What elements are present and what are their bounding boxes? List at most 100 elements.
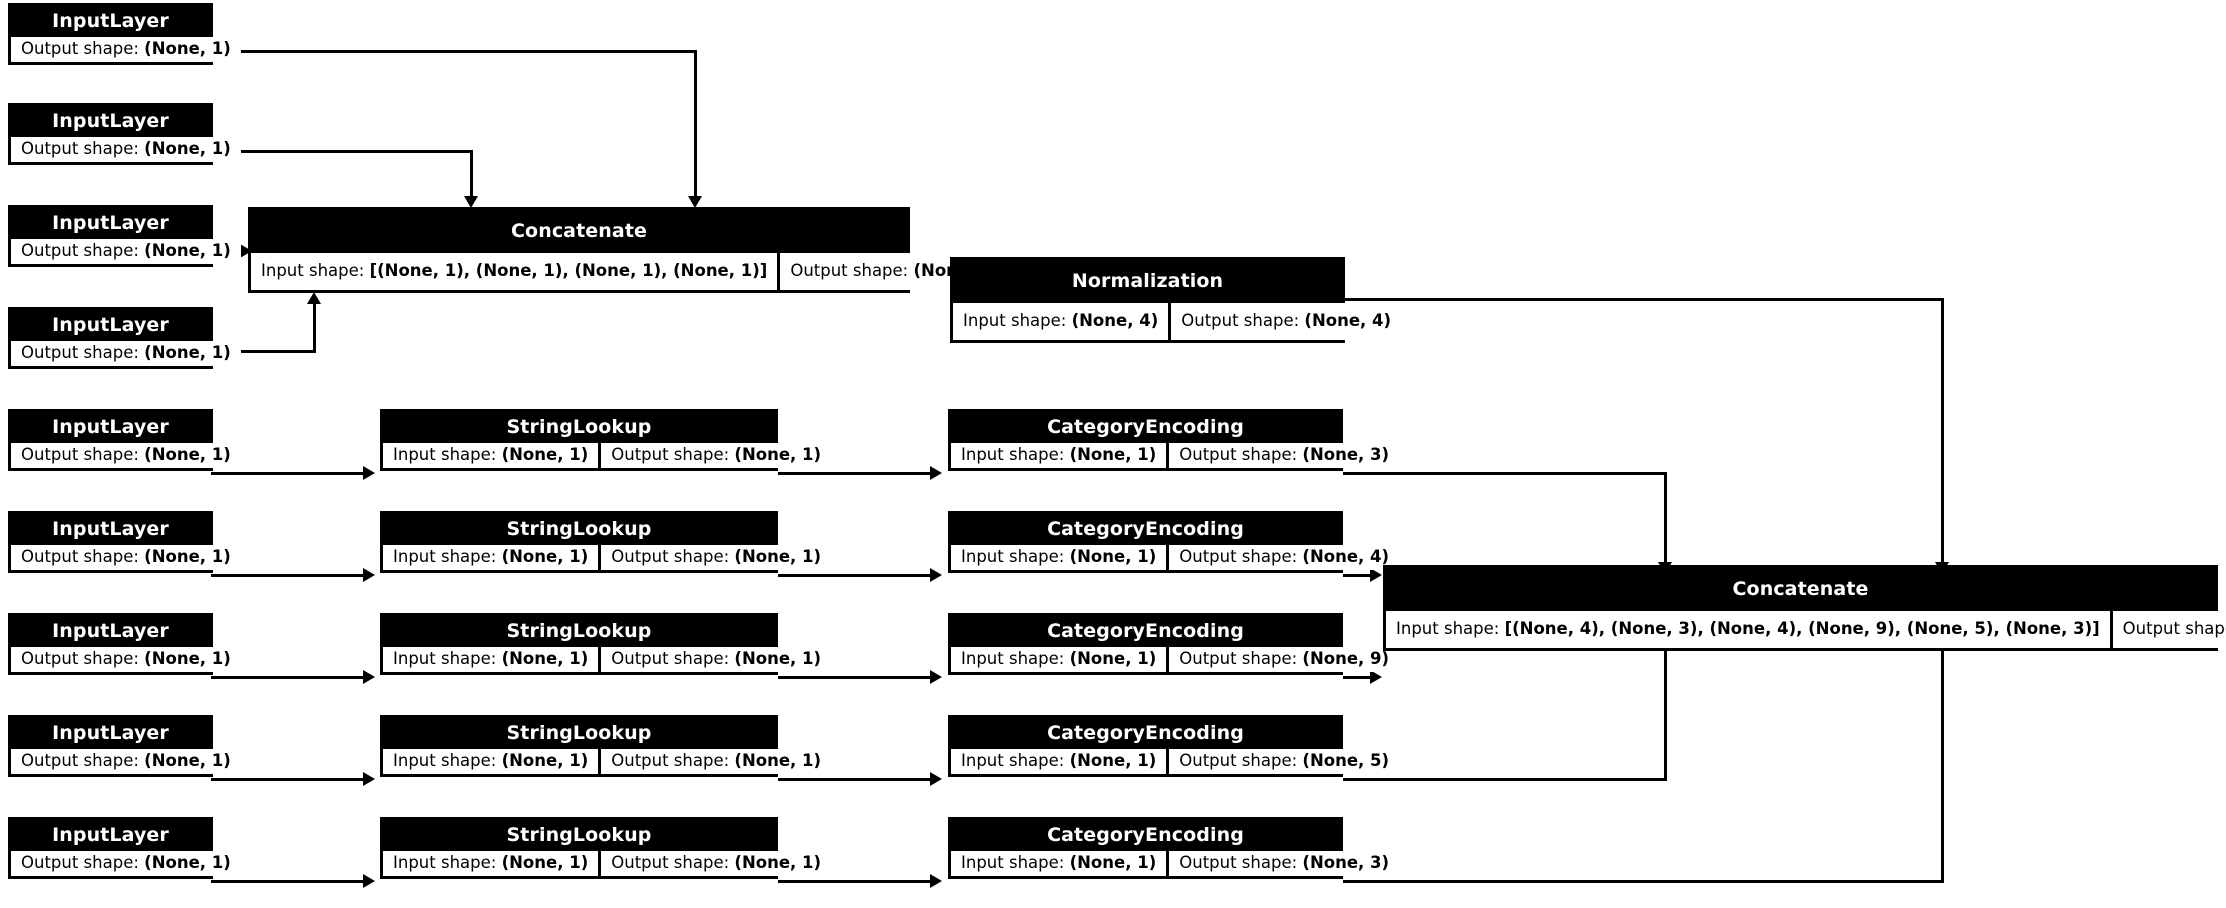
output-shape-value: (None, 3) <box>1302 445 1390 465</box>
edge-in9-to-stringlookup5 <box>211 880 366 883</box>
input-shape-value: (None, 4) <box>1071 311 1159 331</box>
input-shape-value: (None, 1) <box>501 445 589 465</box>
input-shape-label: Input shape: <box>961 751 1065 771</box>
node-title: InputLayer <box>11 616 210 647</box>
output-shape-label: Output shape: <box>21 241 139 261</box>
node-inputlayer-5[interactable]: InputLayer Output shape: (None, 1) <box>8 409 241 471</box>
input-shape-cell: Input shape: (None, 1) <box>383 749 599 774</box>
output-shape-label: Output shape: <box>1179 445 1298 465</box>
node-normalization[interactable]: Normalization Input shape: (None, 4) Out… <box>950 257 1402 343</box>
node-body: Input shape: [(None, 1), (None, 1), (Non… <box>251 253 1011 290</box>
node-title: StringLookup <box>383 514 775 545</box>
node-stringlookup-1[interactable]: StringLookup Input shape: (None, 1) Outp… <box>380 409 832 471</box>
output-shape-label: Output shape: <box>1179 649 1298 669</box>
node-concatenate-1[interactable]: Concatenate Input shape: [(None, 1), (No… <box>248 207 1011 293</box>
node-inputlayer-3[interactable]: InputLayer Output shape: (None, 1) <box>8 205 241 267</box>
node-categoryencoding-5[interactable]: CategoryEncoding Input shape: (None, 1) … <box>948 817 1400 879</box>
node-stringlookup-5[interactable]: StringLookup Input shape: (None, 1) Outp… <box>380 817 832 879</box>
node-body: Input shape: [(None, 4), (None, 3), (Non… <box>1386 611 2226 648</box>
output-shape-value: (None, 4) <box>1304 311 1392 331</box>
edge-stringlookup2-to-categoryencoding2 <box>778 574 933 577</box>
node-title: StringLookup <box>383 412 775 443</box>
node-body: Output shape: (None, 1) <box>11 647 241 672</box>
input-shape-value: (None, 1) <box>1069 853 1157 873</box>
output-shape-cell: Output shape: (None, 1) <box>11 851 241 876</box>
node-stringlookup-2[interactable]: StringLookup Input shape: (None, 1) Outp… <box>380 511 832 573</box>
edge-in4-to-concat1-h <box>211 350 316 353</box>
node-title: InputLayer <box>11 208 210 239</box>
node-title: Concatenate <box>251 210 907 253</box>
input-shape-label: Input shape: <box>961 445 1065 465</box>
node-body: Output shape: (None, 1) <box>11 545 241 570</box>
input-shape-label: Input shape: <box>1396 619 1500 639</box>
output-shape-label: Output shape: <box>611 547 730 567</box>
output-shape-cell: Output shape: (None, 1) <box>601 851 832 876</box>
edge-in1-to-concat1-v <box>694 50 697 198</box>
node-inputlayer-7[interactable]: InputLayer Output shape: (None, 1) <box>8 613 241 675</box>
input-shape-value: (None, 1) <box>501 649 589 669</box>
edge-categoryencoding1-to-concat2-v <box>1664 472 1667 564</box>
node-inputlayer-4[interactable]: InputLayer Output shape: (None, 1) <box>8 307 241 369</box>
input-shape-value: (None, 1) <box>1069 445 1157 465</box>
output-shape-value: (None, 4) <box>1302 547 1390 567</box>
node-title: InputLayer <box>11 718 210 749</box>
edge-stringlookup5-to-categoryencoding5 <box>778 880 933 883</box>
input-shape-value: (None, 1) <box>501 853 589 873</box>
input-shape-cell: Input shape: (None, 1) <box>383 851 599 876</box>
edge-normalization-to-concat2-v <box>1941 298 1944 564</box>
edge-stringlookup1-to-categoryencoding1-arrowhead <box>930 466 942 480</box>
edge-in4-to-concat1-v <box>313 302 316 352</box>
output-shape-cell: Output shape: (None, 4) <box>1171 303 1402 340</box>
output-shape-value: (None, 1) <box>144 853 231 873</box>
output-shape-cell: Output shape: (None, 1) <box>11 137 241 162</box>
output-shape-value: (None, 1) <box>144 343 231 363</box>
input-shape-label: Input shape: <box>961 547 1065 567</box>
node-categoryencoding-4[interactable]: CategoryEncoding Input shape: (None, 1) … <box>948 715 1400 777</box>
output-shape-cell: Output shape: (None, 1) <box>601 749 832 774</box>
edge-categoryencoding3-to-concat2-arrowhead <box>1370 670 1382 684</box>
input-shape-value: (None, 1) <box>1069 649 1157 669</box>
output-shape-value: (None, 1) <box>734 751 822 771</box>
input-shape-label: Input shape: <box>393 547 497 567</box>
node-body: Output shape: (None, 1) <box>11 137 241 162</box>
edge-in8-to-stringlookup4 <box>211 778 366 781</box>
node-inputlayer-1[interactable]: InputLayer Output shape: (None, 1) <box>8 3 241 65</box>
node-body: Output shape: (None, 1) <box>11 341 241 366</box>
node-body: Input shape: (None, 1) Output shape: (No… <box>951 647 1400 672</box>
input-shape-label: Input shape: <box>393 649 497 669</box>
node-body: Input shape: (None, 1) Output shape: (No… <box>383 545 832 570</box>
node-title: CategoryEncoding <box>951 514 1340 545</box>
node-categoryencoding-2[interactable]: CategoryEncoding Input shape: (None, 1) … <box>948 511 1400 573</box>
node-categoryencoding-3[interactable]: CategoryEncoding Input shape: (None, 1) … <box>948 613 1400 675</box>
edge-categoryencoding2-to-concat2-arrowhead <box>1370 568 1382 582</box>
node-title: StringLookup <box>383 616 775 647</box>
edge-categoryencoding4-to-concat2-h <box>1343 778 1667 781</box>
node-stringlookup-4[interactable]: StringLookup Input shape: (None, 1) Outp… <box>380 715 832 777</box>
edge-in6-to-stringlookup2-arrowhead <box>363 568 375 582</box>
node-body: Output shape: (None, 1) <box>11 443 241 468</box>
node-title: Concatenate <box>1386 568 2215 611</box>
edge-stringlookup3-to-categoryencoding3 <box>778 676 933 679</box>
node-title: StringLookup <box>383 718 775 749</box>
output-shape-label: Output shape: <box>1179 547 1298 567</box>
input-shape-value: [(None, 1), (None, 1), (None, 1), (None,… <box>369 261 768 281</box>
edge-in4-to-concat1-arrowhead <box>307 292 321 304</box>
node-categoryencoding-1[interactable]: CategoryEncoding Input shape: (None, 1) … <box>948 409 1400 471</box>
edge-categoryencoding4-to-concat2-v <box>1664 648 1667 780</box>
input-shape-value: (None, 1) <box>501 751 589 771</box>
output-shape-label: Output shape: <box>611 445 730 465</box>
node-body: Output shape: (None, 1) <box>11 851 241 876</box>
node-body: Input shape: (None, 1) Output shape: (No… <box>383 851 832 876</box>
node-stringlookup-3[interactable]: StringLookup Input shape: (None, 1) Outp… <box>380 613 832 675</box>
node-inputlayer-9[interactable]: InputLayer Output shape: (None, 1) <box>8 817 241 879</box>
node-inputlayer-8[interactable]: InputLayer Output shape: (None, 1) <box>8 715 241 777</box>
output-shape-value: (None, 9) <box>1302 649 1390 669</box>
edge-categoryencoding3-to-concat2 <box>1343 676 1375 679</box>
node-inputlayer-6[interactable]: InputLayer Output shape: (None, 1) <box>8 511 241 573</box>
node-title: CategoryEncoding <box>951 718 1340 749</box>
edge-in7-to-stringlookup3-arrowhead <box>363 670 375 684</box>
node-concatenate-2[interactable]: Concatenate Input shape: [(None, 4), (No… <box>1383 565 2226 651</box>
node-inputlayer-2[interactable]: InputLayer Output shape: (None, 1) <box>8 103 241 165</box>
edge-stringlookup5-to-categoryencoding5-arrowhead <box>930 874 942 888</box>
